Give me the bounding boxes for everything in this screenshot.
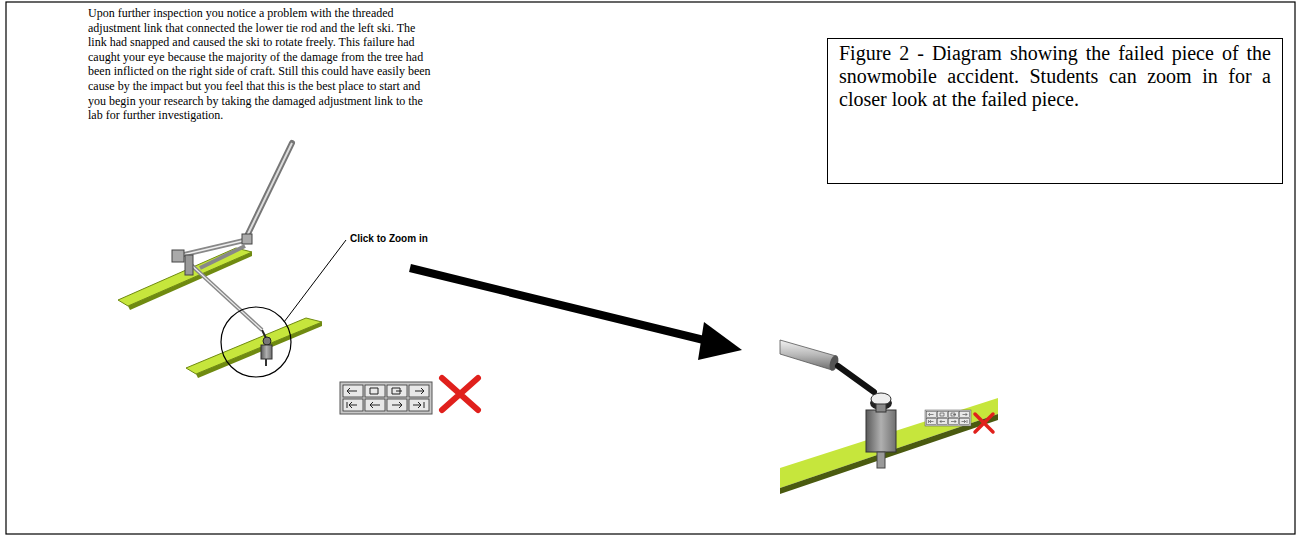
zoom-hint: Click to Zoom in xyxy=(350,233,428,244)
scenario-text: Upon further inspection you notice a pro… xyxy=(88,6,436,123)
caption-box: Figure 2 - Diagram showing the failed pi… xyxy=(827,38,1283,184)
caption-text: Figure 2 - Diagram showing the failed pi… xyxy=(839,42,1271,111)
